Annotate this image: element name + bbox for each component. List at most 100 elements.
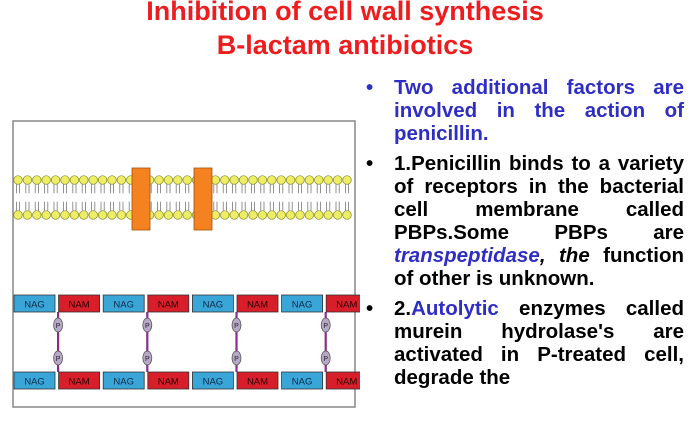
peptide-label: P <box>145 356 150 363</box>
lipid-head <box>229 175 239 185</box>
nag-unit <box>13 294 56 313</box>
nag-unit <box>191 371 234 390</box>
lipid-head <box>41 175 51 185</box>
lipid-head <box>173 175 183 185</box>
peptide-node <box>231 350 242 366</box>
peptide-node <box>231 317 242 333</box>
lipid-head <box>173 210 183 220</box>
nam-label: NAM <box>247 377 268 388</box>
lipid-head <box>220 210 230 220</box>
lipid-head <box>79 210 89 220</box>
glycan-chain-top: NAG NAM NAG NAM NAG NAM NAG NAM <box>13 294 360 313</box>
nam-label: NAM <box>69 377 90 388</box>
nam-label: NAM <box>158 300 179 311</box>
lipid-head <box>323 175 333 185</box>
nag-label: NAG <box>292 377 313 388</box>
nam-unit <box>236 371 279 390</box>
slide-title-line1: Inhibition of cell wall synthesis <box>146 0 544 26</box>
nag-label: NAG <box>24 377 45 388</box>
nag-label: NAG <box>203 377 224 388</box>
lipid-head <box>323 210 333 220</box>
lipid-head <box>107 175 117 185</box>
nag-unit <box>281 371 324 390</box>
nam-label: NAM <box>336 377 357 388</box>
lipid-head <box>116 210 127 220</box>
nam-label: NAM <box>69 300 90 311</box>
nam-unit <box>58 371 100 390</box>
lipid-head <box>22 210 33 220</box>
peptide-label: P <box>234 323 239 330</box>
lipid-head <box>22 175 33 185</box>
lipid-head <box>276 175 286 185</box>
peptide-label: P <box>323 356 328 363</box>
lipid-head <box>13 210 23 220</box>
bullet-text: 2. <box>394 297 412 320</box>
glycan-chain-bottom: NAG NAM NAG NAM NAG NAM NAG NAM <box>13 371 360 390</box>
slide-title-line2: B-lactam antibiotics <box>216 30 474 60</box>
lipid-head <box>248 175 258 185</box>
lipid-head <box>332 210 343 220</box>
nag-label: NAG <box>203 300 224 311</box>
peptide-node <box>320 317 331 333</box>
nam-label: NAM <box>247 300 268 311</box>
bullet-text: enzymes called murein hydrolase's are ac… <box>394 297 684 389</box>
lipid-head <box>285 210 296 220</box>
peptide-label: P <box>234 356 239 363</box>
membrane-protein <box>131 167 151 231</box>
nam-unit <box>147 294 190 313</box>
nag-unit <box>102 294 145 313</box>
lipid-head <box>163 175 174 185</box>
nam-unit <box>325 294 360 313</box>
lipid-head <box>69 210 80 220</box>
peptide-label: P <box>323 323 328 330</box>
bullet-text: transpeptidase <box>394 244 540 267</box>
nam-unit <box>236 294 279 313</box>
lipid-head <box>97 175 108 185</box>
lipid-head <box>163 210 174 220</box>
lipid-head <box>154 175 164 185</box>
nag-label: NAG <box>292 300 313 311</box>
nag-label: NAG <box>113 377 134 388</box>
lipid-head <box>257 210 268 220</box>
lipid-head <box>182 175 192 185</box>
bullet-item: •1.Penicillin binds to a variety of rece… <box>362 152 684 290</box>
lipid-head <box>285 175 296 185</box>
peptide-node <box>142 350 153 366</box>
membrane-protein <box>193 167 213 231</box>
diagram-frame <box>12 120 356 408</box>
peptide-node <box>53 317 63 333</box>
peptide-label: P <box>145 323 150 330</box>
peptide-label: P <box>56 323 61 330</box>
lipid-head <box>116 175 127 185</box>
nam-label: NAM <box>336 300 357 311</box>
lipid-head <box>182 210 192 220</box>
lipid-head <box>238 175 249 185</box>
lipid-head <box>154 210 164 220</box>
bullet-item: •2.Autolytic enzymes called murein hydro… <box>362 297 684 389</box>
nag-unit <box>281 294 324 313</box>
lipid-head <box>50 210 61 220</box>
bullet-text: , <box>539 244 559 267</box>
bullet-marker: • <box>366 76 374 99</box>
lipid-head <box>220 175 230 185</box>
lipid-head <box>295 210 305 220</box>
lipid-head <box>304 175 315 185</box>
lipid-head <box>257 175 268 185</box>
lipid-head <box>314 210 324 220</box>
nam-label: NAM <box>158 377 179 388</box>
peptide-node <box>142 317 153 333</box>
lipid-head <box>88 210 98 220</box>
nag-label: NAG <box>113 300 134 311</box>
lipid-head <box>79 175 89 185</box>
lipid-head <box>342 175 352 185</box>
peptide-node <box>320 350 331 366</box>
lipid-head <box>97 210 108 220</box>
nag-label: NAG <box>24 300 45 311</box>
nam-unit <box>58 294 100 313</box>
bullet-text: the <box>558 244 590 267</box>
membrane-proteins <box>131 167 213 231</box>
bullet-list: •Two additional factors are involved in … <box>362 76 684 396</box>
lipid-head <box>276 210 286 220</box>
